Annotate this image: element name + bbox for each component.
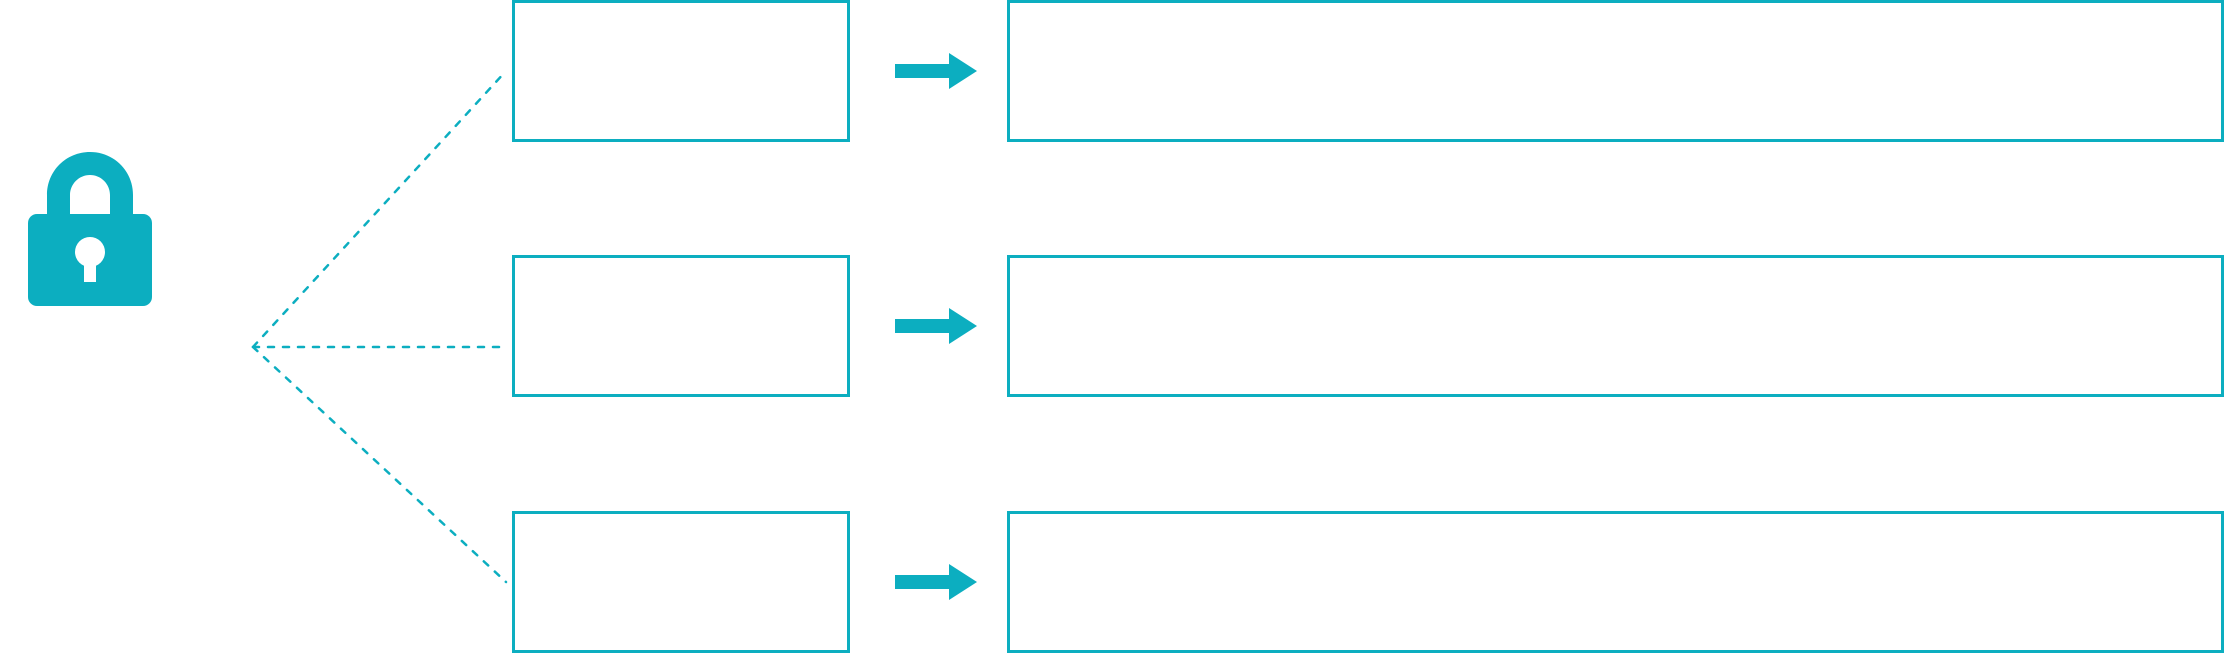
arrow-right-icon bbox=[895, 308, 977, 344]
category-box[interactable] bbox=[512, 255, 850, 397]
detail-box[interactable] bbox=[1007, 0, 2224, 142]
detail-box-label bbox=[1010, 3, 2221, 23]
detail-box-label bbox=[1010, 258, 2221, 278]
detail-box[interactable] bbox=[1007, 511, 2224, 653]
arrow-right-icon bbox=[895, 564, 977, 600]
category-box[interactable] bbox=[512, 0, 850, 142]
arrow-right-icon bbox=[895, 53, 977, 89]
lock-icon bbox=[28, 152, 152, 306]
category-box-label bbox=[515, 258, 847, 278]
category-box[interactable] bbox=[512, 511, 850, 653]
detail-box[interactable] bbox=[1007, 255, 2224, 397]
category-box-label bbox=[515, 3, 847, 23]
category-box-label bbox=[515, 514, 847, 534]
detail-box-label bbox=[1010, 514, 2221, 534]
